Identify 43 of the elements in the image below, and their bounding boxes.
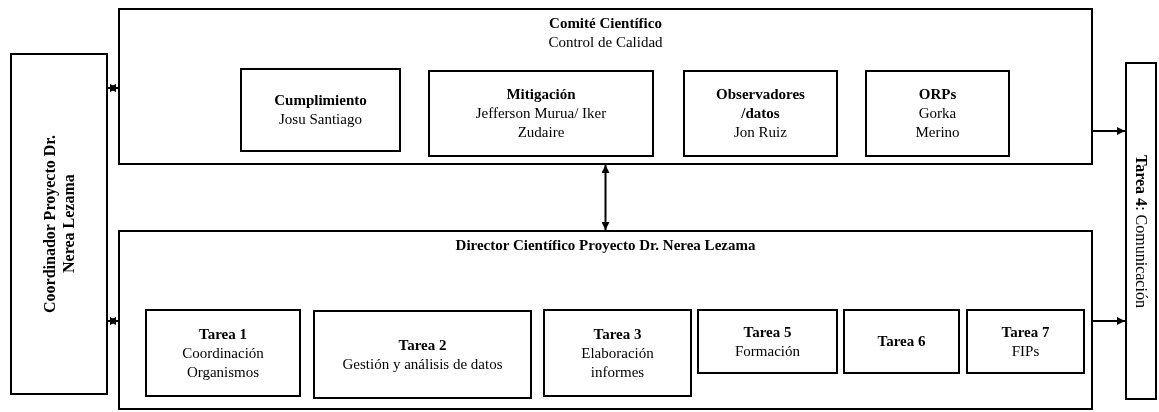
task-box (428, 70, 654, 157)
group-panel (118, 8, 1093, 165)
heading-text: Coordinador Proyecto Dr. Nerea Lezama (40, 134, 78, 315)
heading-text: Tarea 4: Comunicación (1131, 154, 1151, 308)
heading-text: Tarea 1 (199, 324, 247, 344)
name-text: Jefferson Murua/ Iker Zudaire (474, 104, 608, 142)
group-panel (118, 230, 1093, 410)
name-text: Jon Ruiz (734, 123, 787, 142)
arrow (1092, 127, 1126, 135)
heading-text: Tarea 5 (743, 322, 792, 342)
heading-text: Observadores /datos (715, 85, 806, 123)
name-text: Gestión y análisis de datos (342, 354, 503, 374)
heading-text: Tarea 2 (398, 335, 447, 355)
role-box (10, 53, 108, 395)
role-box (1125, 62, 1157, 400)
name-text: Elaboración informes (580, 343, 655, 382)
task-box (865, 70, 1010, 157)
task-box (145, 309, 301, 397)
task-box (843, 309, 960, 374)
task-box (683, 70, 838, 157)
heading-text: ORPs (918, 85, 957, 104)
task-box (240, 68, 401, 152)
task-box (697, 309, 838, 374)
heading-text: Tarea 7 (1001, 322, 1050, 342)
name-text: Formación (735, 341, 800, 361)
arrow (601, 164, 610, 231)
arrow (1092, 317, 1126, 325)
task-box (966, 309, 1085, 374)
heading-text: Mitigación (506, 85, 576, 104)
arrow (107, 317, 119, 325)
name-text: Control de Calidad (548, 33, 663, 52)
heading-text: Tarea 6 (877, 332, 926, 351)
heading-text: Director Científico Proyecto Dr. Nerea Lezama (455, 236, 756, 255)
heading-text: Cumplimiento (274, 91, 367, 110)
name-text: Josu Santiago (279, 110, 362, 129)
task-box (313, 310, 532, 399)
task-box (543, 309, 692, 397)
heading-text: Tarea 3 (593, 324, 642, 344)
name-text: FIPs (1011, 341, 1040, 361)
arrow (107, 84, 119, 92)
name-text: Gorka Merino (914, 104, 961, 142)
name-text: Coordinación Organismos (181, 343, 265, 382)
heading-text: Comité Científico (549, 14, 662, 33)
